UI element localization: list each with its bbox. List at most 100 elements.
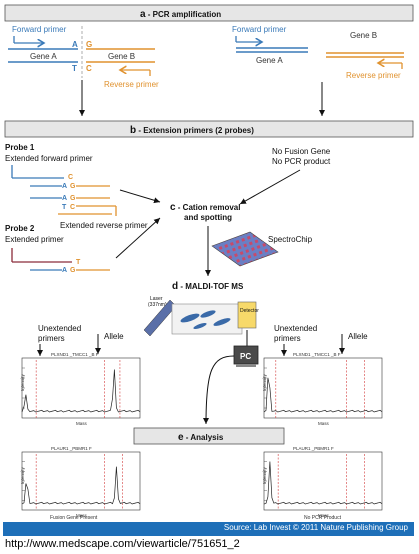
section-c-letter: c [170,202,176,213]
base-a-top: A [72,40,78,49]
svg-text:a - PCR amplification: a - PCR amplification [140,9,221,20]
spectrum-title: PLAUR1 _PBMR1 F [51,446,92,451]
section-b-header: b - Extension primers (2 probes) [4,120,414,138]
allele-label-right: Allele [348,332,368,341]
section-a-header: a - PCR amplification [4,4,414,22]
gene-b-label-right: Gene B [350,31,377,40]
source-credit: Source: Lab Invest © 2011 Nature Publish… [223,523,408,532]
spectrum-xlabel: Mass [318,421,330,426]
svg-text:d - MALDI-TOF MS: d - MALDI-TOF MS [172,281,244,292]
probe1-base-g: G [70,183,76,190]
pcr-no-fusion-diagram: Forward primer Gene A Gene B Reverse pri… [232,25,404,116]
spectra-labels-right: Unextended primers Allele [274,324,368,356]
spectrum-trace [263,461,383,505]
spectrum-frame [263,451,383,511]
maldi-instrument: Laser (337nm) Detector PC [143,296,259,425]
section-c-title: - Cation removal [176,203,241,212]
spectrochip: SpectroChip [205,226,313,276]
svg-text:c - Cation removal: c - Cation removal [170,202,240,213]
section-a-title: - PCR amplification [146,10,222,19]
reverse-primer-label: Reverse primer [104,80,159,89]
forward-primer-label-right: Forward primer [232,25,287,34]
section-e-title: - Analysis [184,433,224,442]
probe1-base-c: C [68,174,73,181]
gene-b-label: Gene B [108,52,135,61]
spectrum-frame [263,357,383,419]
svg-text:b - Extension primers (2 probe: b - Extension primers (2 probes) [130,125,254,136]
caption-no-pcr: No PCR Product [304,515,342,521]
spectrum-ylabel: Intensity [20,466,25,484]
reverse-primer-label-right: Reverse primer [346,71,401,80]
spectrum-trace [21,369,141,413]
base-t-bottom: T [72,64,77,73]
probe1-base-g2: G [70,195,76,202]
section-c-label: c - Cation removal and spotting [170,202,240,222]
probe2-base-g: G [70,267,76,274]
probe2-base-a: A [62,267,67,274]
spectrum-frame [21,357,141,419]
no-fusion-gene-text: No Fusion Gene [272,147,331,156]
probe-1-label: Probe 1 [5,143,35,152]
caption-fusion-present: Fusion Gene Present [50,515,98,521]
laser-label: Laser [150,296,163,302]
section-e-letter: e [178,432,184,443]
probe1-base-a2: A [62,195,67,202]
spectrum-xlabel: Mass [76,421,88,426]
detector-label: Detector [240,308,259,314]
source-url[interactable]: http://www.medscape.com/viewarticle/7516… [5,538,240,550]
svg-text:e - Analysis: e - Analysis [178,432,224,443]
spectrum-frame [21,451,141,511]
probe2-base-t: T [76,259,81,266]
spectrum-trace [263,377,383,413]
spectrum-ylabel: Intensity [262,466,267,484]
section-c-title2: and spotting [184,213,232,222]
unextended-label-left: Unextended [38,324,81,333]
gene-a-label: Gene A [30,52,57,61]
section-d-letter: d [172,281,178,292]
forward-primer-label: Forward primer [12,25,67,34]
spectrum-title: PLAUR1 _PBMR1 F [293,446,334,451]
allele-label-left: Allele [104,332,124,341]
probe1-base-t: T [62,204,67,211]
probe-2-diagram: Probe 2 Extended primer T A G [5,217,161,274]
spectrum-xlabel: Mass [318,513,330,518]
unextended-label-right: Unextended [274,324,317,333]
section-b-letter: b [130,125,136,136]
section-d-label: d - MALDI-TOF MS [172,281,244,292]
spectrum-trace [21,466,141,505]
probe-1-diagram: Probe 1 Extended forward primer C A G A … [5,143,161,230]
spectrum-xlabel: Mass [76,513,88,518]
spectrochip-label: SpectroChip [268,235,313,244]
no-pcr-product-text: No PCR product [272,157,331,166]
section-b-title: - Extension primers (2 probes) [136,126,254,135]
probe1-base-a: A [62,183,67,190]
probe-2-label: Probe 2 [5,224,35,233]
spectrum-ylabel: Intensity [262,373,267,391]
spectrum-title: PLXND1 _TMCC1 _B F [51,352,99,357]
section-e-header: e - Analysis [133,427,285,445]
laser-wavelength: (337nm) [148,302,167,308]
spectrum-title: PLXND1 _TMCC1 _B F [293,352,341,357]
spectra-labels-left: Unextended primers Allele [37,324,124,356]
source-footer-bar: Source: Lab Invest © 2011 Nature Publish… [3,522,414,536]
probe1-base-c2: C [70,204,75,211]
section-d-title: - MALDI-TOF MS [178,282,244,291]
extended-primer-label: Extended primer [5,235,64,244]
section-a-letter: a [140,9,146,20]
base-g-top: G [86,40,92,49]
pcr-fusion-diagram: Forward primer A G T C Gene A Gene B Rev… [8,25,159,116]
gene-a-label-right: Gene A [256,56,283,65]
primers-label-left: primers [38,334,65,343]
pc-label: PC [240,352,251,361]
extended-reverse-primer-label: Extended reverse primer [60,221,148,230]
no-fusion-gene-note: No Fusion Gene No PCR product [239,147,331,205]
spectrum-ylabel: Intensity [20,373,25,391]
extended-forward-primer-label: Extended forward primer [5,154,93,163]
primers-label-right: primers [274,334,301,343]
